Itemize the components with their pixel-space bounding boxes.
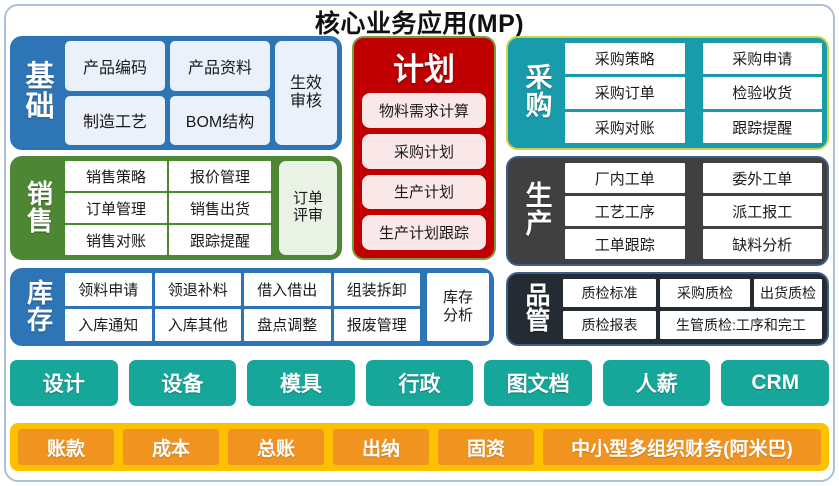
cell-work-order-tracking[interactable]: 工单跟踪 <box>565 229 685 259</box>
tile-crm[interactable]: CRM <box>721 360 830 406</box>
tile-administration[interactable]: 行政 <box>365 360 474 406</box>
cell-scrap-management[interactable]: 报废管理 <box>333 308 420 341</box>
cell-effective-review-line2: 审核 <box>289 93 322 110</box>
cell-sales-reconciliation[interactable]: 销售对账 <box>65 225 167 255</box>
cell-order-review[interactable]: 订单 评审 <box>279 161 337 255</box>
cell-production-plan-tracking[interactable]: 生产计划跟踪 <box>362 215 486 250</box>
panel-quality[interactable]: 品管 质检标准 采购质检 出货质检 质检报表 生管质检:工序和完工 <box>506 272 829 346</box>
cell-purchase-qc[interactable]: 采购质检 <box>660 279 750 307</box>
cell-mrp[interactable]: 物料需求计算 <box>362 93 486 128</box>
cell-purchase-tracking-reminder[interactable]: 跟踪提醒 <box>702 111 822 143</box>
cell-product-code[interactable]: 产品编码 <box>65 41 165 91</box>
panel-plan-list: 物料需求计算 采购计划 生产计划 生产计划跟踪 <box>362 93 486 250</box>
cell-outsourced-work-order[interactable]: 委外工单 <box>702 163 822 193</box>
cell-bom-structure[interactable]: BOM结构 <box>170 95 270 145</box>
panel-basic-body: 产品编码 产品资料 制造工艺 BOM结构 生效 审核 <box>65 41 337 145</box>
panel-sales-grid: 销售策略 报价管理 订单管理 销售出货 销售对账 跟踪提醒 <box>65 161 271 255</box>
panel-plan-title: 计划 <box>393 52 455 87</box>
tile-fixed-assets[interactable]: 固资 <box>438 429 534 465</box>
cell-inhouse-work-order[interactable]: 厂内工单 <box>565 163 685 193</box>
panel-sales[interactable]: 销售 销售策略 报价管理 订单管理 销售出货 销售对账 跟踪提醒 订单 评审 <box>10 156 342 260</box>
cell-quotation-management[interactable]: 报价管理 <box>169 161 271 191</box>
cell-purchase-strategy[interactable]: 采购策略 <box>565 43 685 75</box>
panel-sales-body: 销售策略 报价管理 订单管理 销售出货 销售对账 跟踪提醒 订单 评审 <box>65 161 337 255</box>
tile-equipment[interactable]: 设备 <box>128 360 237 406</box>
cell-manufacturing-process[interactable]: 制造工艺 <box>65 95 165 145</box>
cell-purchase-request[interactable]: 采购申请 <box>702 43 822 75</box>
panel-production-title: 生产 <box>525 181 553 239</box>
cell-inspection-receipt[interactable]: 检验收货 <box>702 77 822 109</box>
cell-borrow-lend[interactable]: 借入借出 <box>244 273 331 306</box>
module-row-teal: 设计 设备 模具 行政 图文档 人薪 CRM <box>10 360 830 406</box>
tile-mold[interactable]: 模具 <box>247 360 355 406</box>
cell-order-review-line2: 评审 <box>292 207 323 224</box>
tile-accounts[interactable]: 账款 <box>18 429 114 465</box>
cell-production-plan[interactable]: 生产计划 <box>362 174 486 210</box>
cell-inventory-analysis[interactable]: 库存 分析 <box>427 273 489 341</box>
tile-cost[interactable]: 成本 <box>123 429 219 465</box>
cell-purchase-order[interactable]: 采购订单 <box>565 77 685 109</box>
panel-stock-grid: 领料申请 领退补料 借入借出 组装拆卸 入库通知 入库其他 盘点调整 报废管理 <box>65 273 420 341</box>
cell-qc-standard[interactable]: 质检标准 <box>563 279 656 307</box>
cell-shipment-qc[interactable]: 出货质检 <box>754 279 822 307</box>
cell-qc-report[interactable]: 质检报表 <box>563 311 656 339</box>
panel-production[interactable]: 生产 厂内工单 委外工单 工艺工序 派工报工 工单跟踪 缺料分析 <box>506 156 829 266</box>
panel-quality-body: 质检标准 采购质检 出货质检 质检报表 生管质检:工序和完工 <box>563 279 822 339</box>
panel-purchase[interactable]: 采购 采购策略 采购申请 采购订单 检验收货 采购对账 跟踪提醒 <box>506 36 829 150</box>
tile-cashier[interactable]: 出纳 <box>333 429 429 465</box>
panel-purchase-grid: 采购策略 采购申请 采购订单 检验收货 采购对账 跟踪提醒 <box>565 43 822 143</box>
panel-basic[interactable]: 基础 产品编码 产品资料 制造工艺 BOM结构 生效 审核 <box>10 36 342 150</box>
panel-purchase-body: 采购策略 采购申请 采购订单 检验收货 采购对账 跟踪提醒 <box>565 43 822 143</box>
panel-quality-row-2: 质检报表 生管质检:工序和完工 <box>563 311 822 339</box>
cell-sales-strategy[interactable]: 销售策略 <box>65 161 167 191</box>
cell-order-review-line1: 订单 <box>292 190 323 208</box>
cell-effective-review-line1: 生效 <box>289 75 322 93</box>
panel-stock-body: 领料申请 领退补料 借入借出 组装拆卸 入库通知 入库其他 盘点调整 报废管理 … <box>65 273 489 341</box>
panel-quality-row-1: 质检标准 采购质检 出货质检 <box>563 279 822 307</box>
tile-general-ledger[interactable]: 总账 <box>228 429 324 465</box>
cell-material-requisition[interactable]: 领料申请 <box>65 273 152 306</box>
cell-effective-review[interactable]: 生效 审核 <box>275 41 337 145</box>
panel-quality-title: 品管 <box>525 281 551 335</box>
cell-purchase-plan[interactable]: 采购计划 <box>362 133 486 169</box>
tile-sme-multi-org-finance[interactable]: 中小型多组织财务(阿米巴) <box>543 429 821 465</box>
cell-assemble-disassemble[interactable]: 组装拆卸 <box>333 273 420 306</box>
cell-production-qc-process-completion[interactable]: 生管质检:工序和完工 <box>660 311 822 339</box>
cell-order-management[interactable]: 订单管理 <box>65 193 167 223</box>
panel-purchase-title: 采购 <box>525 63 553 121</box>
cell-return-replenish[interactable]: 领退补料 <box>154 273 241 306</box>
panel-sales-title: 销售 <box>26 179 53 236</box>
cell-inventory-analysis-line2: 分析 <box>442 307 473 324</box>
tile-design[interactable]: 设计 <box>10 360 118 406</box>
cell-product-data[interactable]: 产品资料 <box>170 41 270 91</box>
cell-sales-tracking-reminder[interactable]: 跟踪提醒 <box>169 225 271 255</box>
cell-inbound-other[interactable]: 入库其他 <box>154 308 241 341</box>
module-row-orange: 账款 成本 总账 出纳 固资 中小型多组织财务(阿米巴) <box>10 423 829 471</box>
panel-basic-grid: 产品编码 产品资料 制造工艺 BOM结构 <box>65 41 270 145</box>
cell-purchase-reconciliation[interactable]: 采购对账 <box>565 111 685 143</box>
cell-process-routing[interactable]: 工艺工序 <box>565 196 685 226</box>
panel-production-grid: 厂内工单 委外工单 工艺工序 派工报工 工单跟踪 缺料分析 <box>565 163 822 259</box>
cell-shortage-analysis[interactable]: 缺料分析 <box>702 229 822 259</box>
page-title: 核心业务应用(MP) <box>314 10 525 38</box>
panel-basic-title: 基础 <box>25 61 55 123</box>
panel-plan[interactable]: 计划 物料需求计算 采购计划 生产计划 生产计划跟踪 <box>352 36 496 260</box>
cell-stocktake-adjust[interactable]: 盘点调整 <box>244 308 331 341</box>
cell-inventory-analysis-line1: 库存 <box>442 289 473 307</box>
cell-sales-shipment[interactable]: 销售出货 <box>169 193 271 223</box>
panel-production-body: 厂内工单 委外工单 工艺工序 派工报工 工单跟踪 缺料分析 <box>565 163 822 259</box>
cell-dispatch-report[interactable]: 派工报工 <box>702 196 822 226</box>
tile-hr-payroll[interactable]: 人薪 <box>602 360 711 406</box>
cell-inbound-notice[interactable]: 入库通知 <box>65 308 152 341</box>
panel-stock[interactable]: 库存 领料申请 领退补料 借入借出 组装拆卸 入库通知 入库其他 盘点调整 报废… <box>10 268 494 346</box>
tile-document[interactable]: 图文档 <box>484 360 592 406</box>
panel-stock-title: 库存 <box>26 278 53 335</box>
